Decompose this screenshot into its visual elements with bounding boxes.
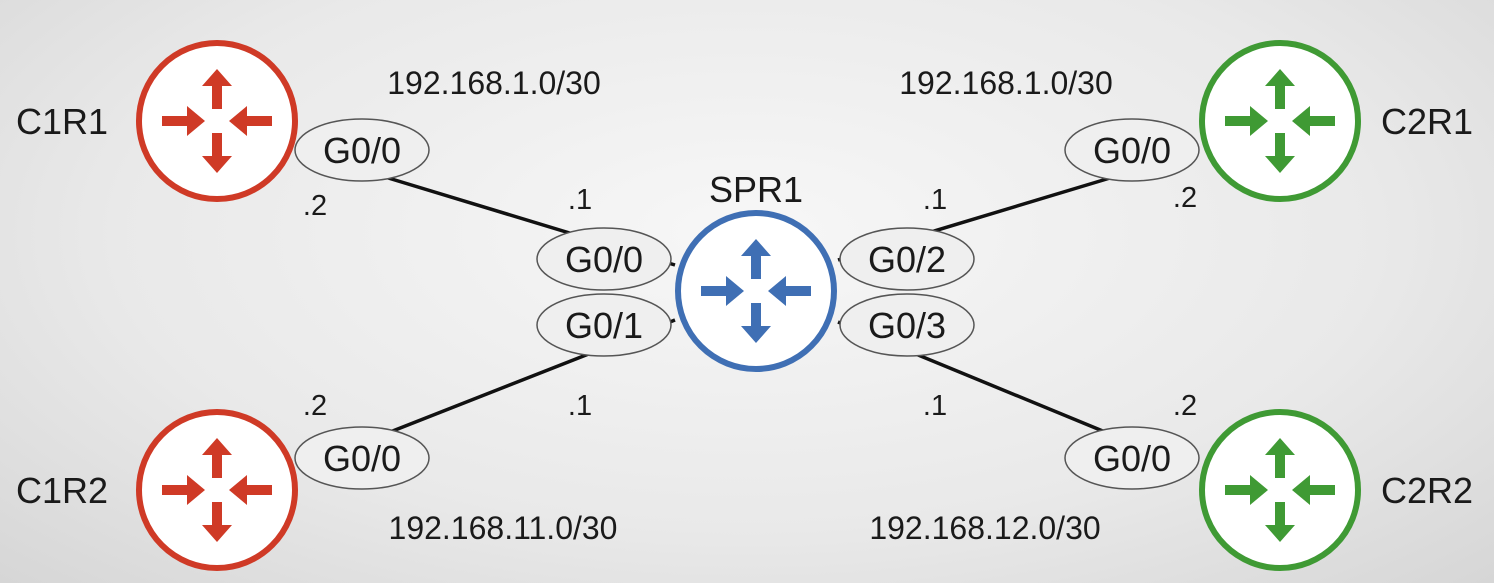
host-address-spr1-g00: .1 — [568, 184, 592, 216]
subnet-label-c1r1: 192.168.1.0/30 — [387, 65, 601, 101]
interface-c2r1-g00[interactable]: G0/0 — [1064, 118, 1200, 182]
router-name-c2r1: C2R1 — [1381, 101, 1473, 142]
svg-text:G0/2: G0/2 — [868, 239, 946, 280]
interface-spr1-g03[interactable]: G0/3 — [839, 293, 975, 357]
interface-spr1-g02[interactable]: G0/2 — [839, 227, 975, 291]
interface-c1r2-g00[interactable]: G0/0 — [294, 426, 430, 490]
svg-text:G0/0: G0/0 — [323, 130, 401, 171]
interface-spr1-g01[interactable]: G0/1 — [536, 293, 672, 357]
router-name-spr1: SPR1 — [709, 169, 803, 210]
host-address-c2r1: .2 — [1173, 182, 1197, 214]
router-name-c2r2: C2R2 — [1381, 470, 1473, 511]
router-c2r2[interactable] — [1199, 409, 1361, 571]
interface-c2r2-g00[interactable]: G0/0 — [1064, 426, 1200, 490]
host-address-c1r2: .2 — [303, 390, 327, 422]
svg-text:G0/0: G0/0 — [1093, 130, 1171, 171]
svg-text:G0/0: G0/0 — [1093, 438, 1171, 479]
subnet-label-c1r2: 192.168.11.0/30 — [389, 510, 618, 546]
host-address-spr1-g01: .1 — [568, 390, 592, 422]
svg-text:G0/3: G0/3 — [868, 305, 946, 346]
router-name-c1r2: C1R2 — [16, 470, 108, 511]
host-address-c1r1: .2 — [303, 190, 327, 222]
router-spr1[interactable] — [675, 210, 837, 372]
interface-spr1-g00[interactable]: G0/0 — [536, 227, 672, 291]
host-address-spr1-g02: .1 — [923, 184, 947, 216]
svg-text:G0/1: G0/1 — [565, 305, 643, 346]
svg-text:G0/0: G0/0 — [565, 239, 643, 280]
router-c1r1[interactable] — [136, 40, 298, 202]
subnet-label-c2r1: 192.168.1.0/30 — [899, 65, 1113, 101]
host-address-c2r2: .2 — [1173, 390, 1197, 422]
router-name-c1r1: C1R1 — [16, 101, 108, 142]
interface-c1r1-g00[interactable]: G0/0 — [294, 118, 430, 182]
svg-text:G0/0: G0/0 — [323, 438, 401, 479]
host-address-spr1-g03: .1 — [923, 390, 947, 422]
router-c2r1[interactable] — [1199, 40, 1361, 202]
subnet-label-c2r2: 192.168.12.0/30 — [869, 510, 1100, 546]
router-c1r2[interactable] — [136, 409, 298, 571]
